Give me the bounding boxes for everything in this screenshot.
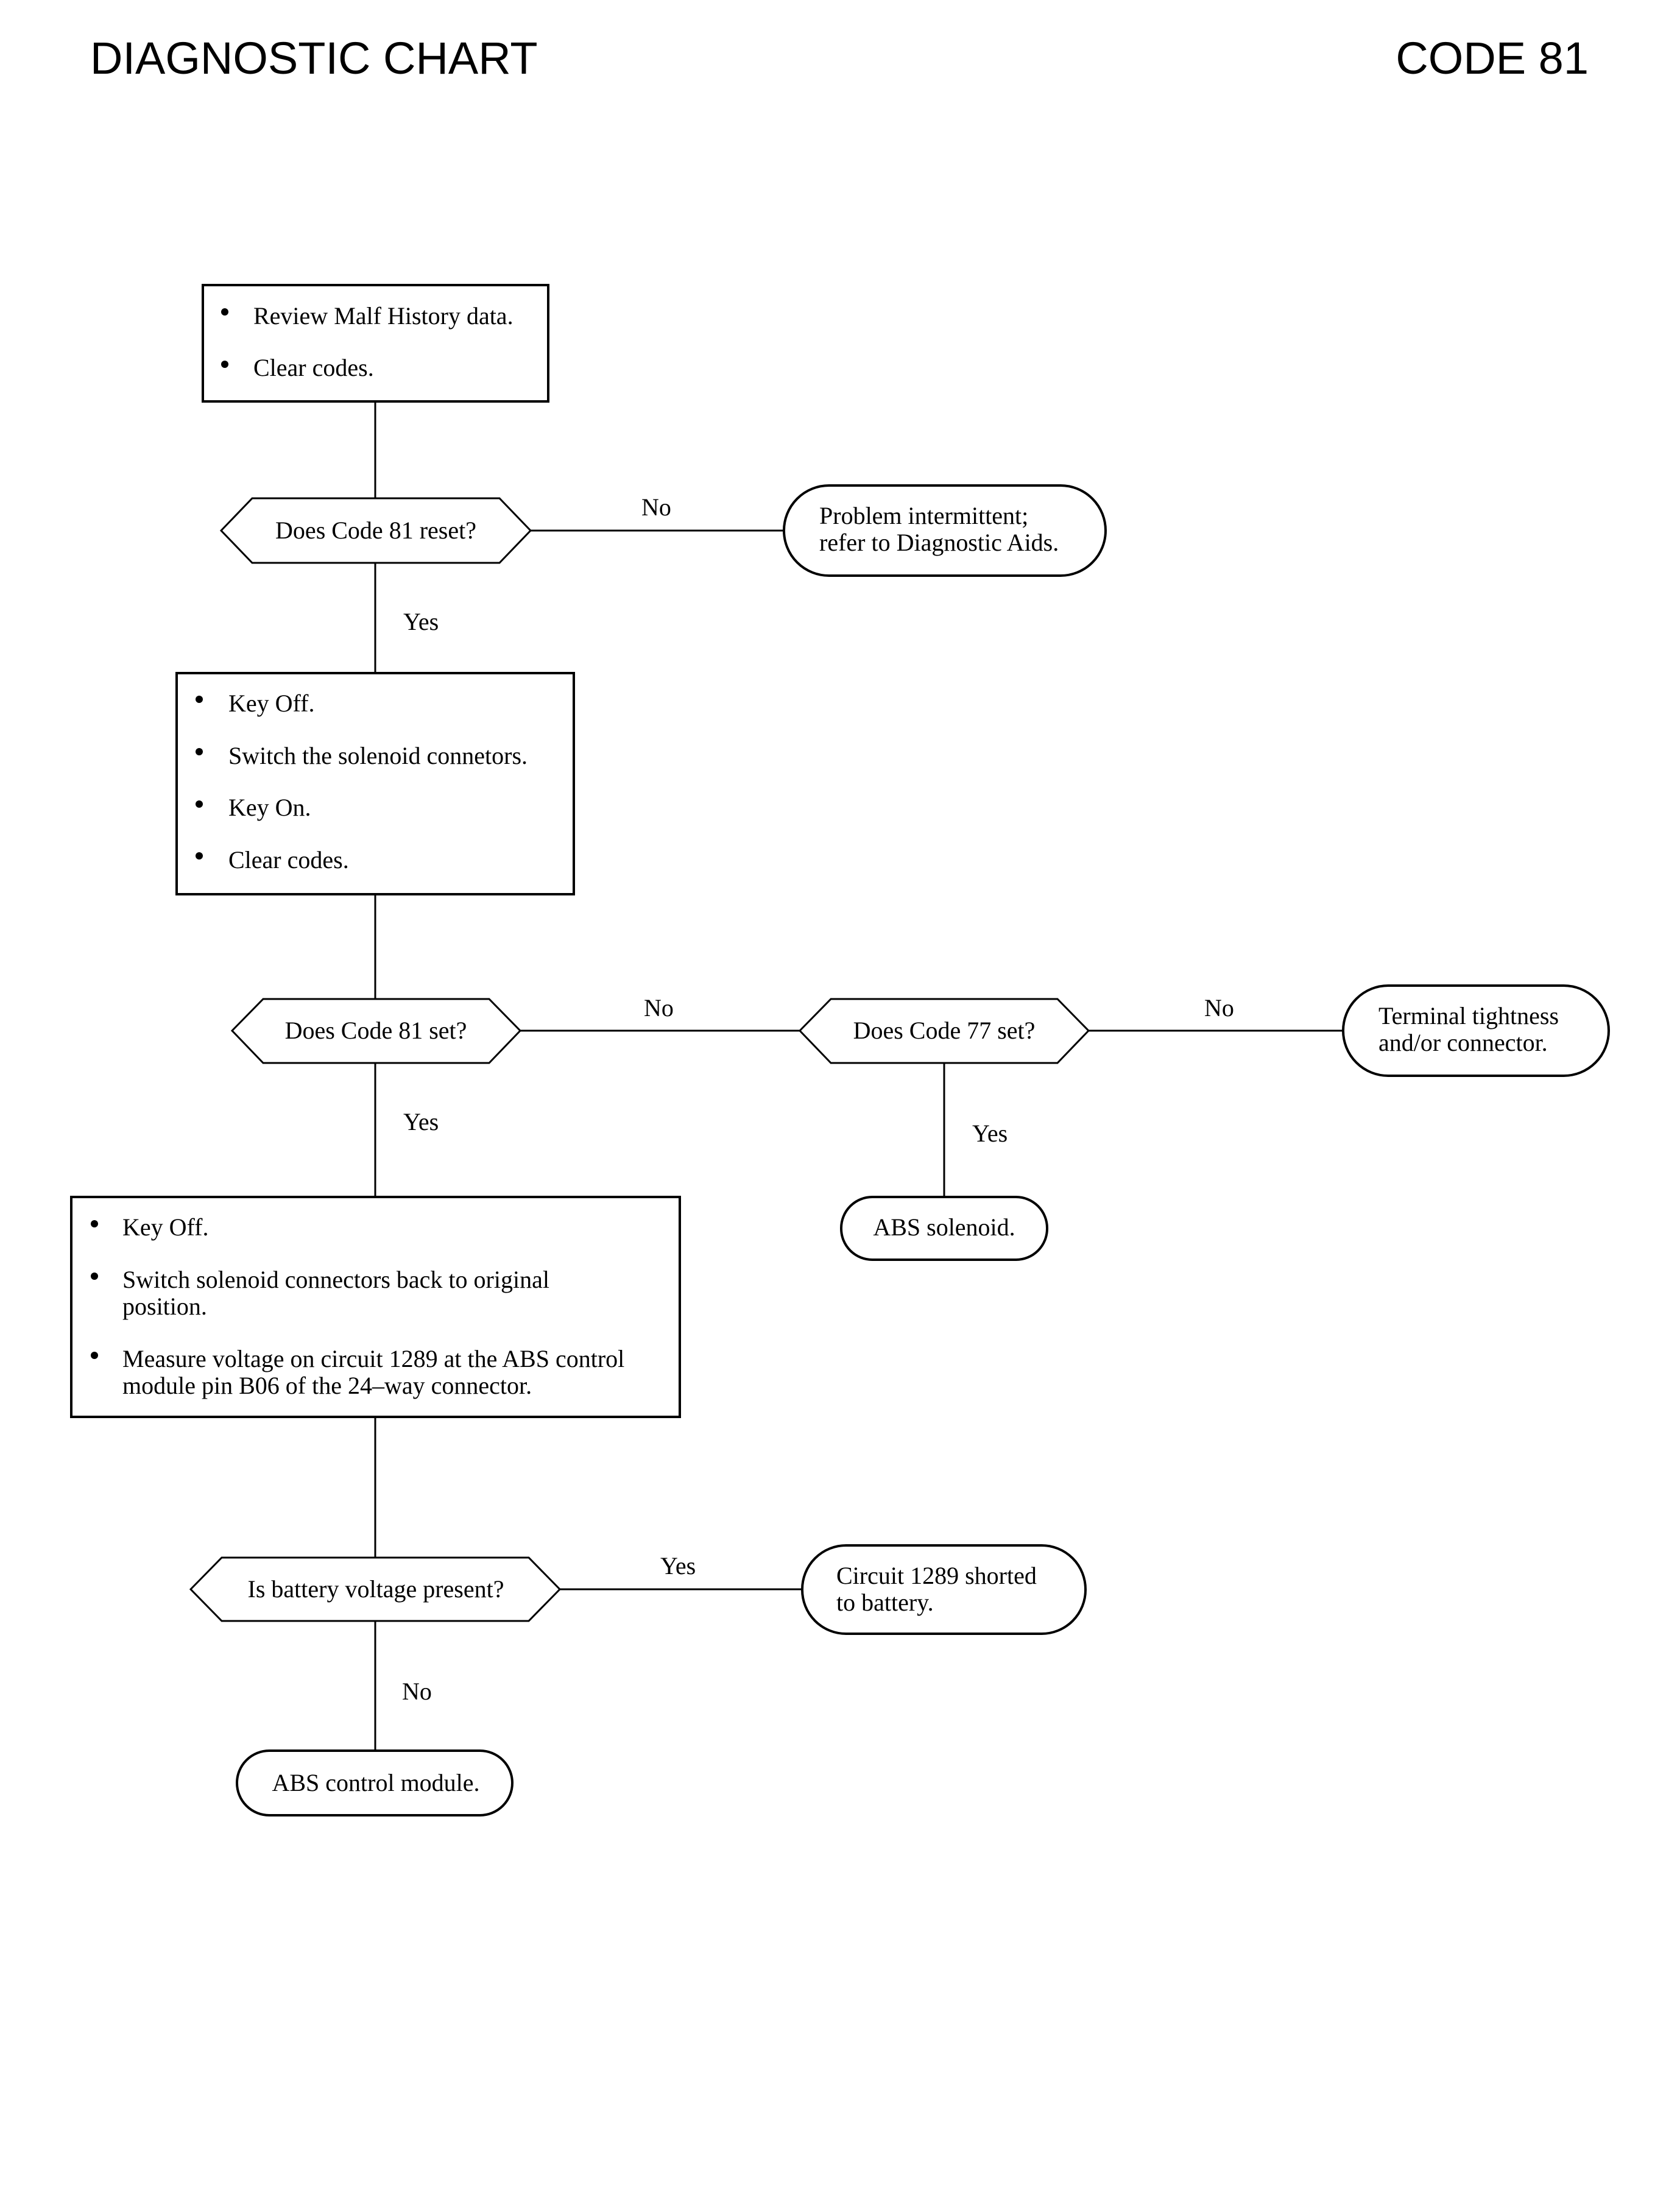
terminal-intermittent-line-2: refer to Diagnostic Aids. [819,529,1059,556]
terminal-solenoid-frame [840,1196,1048,1261]
terminal-connector-line-1: Terminal tightness [1378,1002,1559,1029]
step-2-item-3: Key On. [228,794,311,821]
terminal-connector-line-2: and/or connector. [1378,1029,1548,1056]
decision-1: Does Code 81 reset? [219,497,532,564]
code-label: CODE 81 [1396,33,1589,83]
step-2-item-2: Switch the solenoid connetors. [228,742,528,769]
step-3-item-1: Key Off. [122,1213,208,1241]
page-title: DIAGNOSTIC CHART [90,33,538,83]
decision-3-shape [798,998,1090,1064]
decision-3: Does Code 77 set? [798,998,1090,1064]
terminal-intermittent: Problem intermittent; refer to Diagnosti… [783,484,1107,577]
step-2-item-1: Key Off. [228,690,314,717]
decision-2: Does Code 81 set? [230,998,522,1064]
bullet [196,852,203,860]
step-3-item-3-line-1: Measure voltage on circuit 1289 at the A… [122,1345,624,1372]
terminal-solenoid: ABS solenoid. [840,1196,1048,1261]
decision-2-shape [230,998,522,1064]
decision-4-shape [189,1556,562,1622]
terminal-connector-frame [1342,984,1610,1077]
branch-label-yes: Yes [403,608,439,635]
terminal-intermittent-line-1: Problem intermittent; [819,502,1028,529]
step-1-item-2: Clear codes. [253,354,374,381]
step-3-item-2-line-1: Switch solenoid connectors back to origi… [122,1266,549,1293]
decision-3-text: Does Code 77 set? [853,1017,1036,1044]
terminal-control-module-line-1: ABS control module. [272,1769,479,1796]
step-1-box: Review Malf History data. Clear codes. [202,284,549,403]
step-1-frame [202,284,549,403]
branch-label-no: No [641,493,671,521]
branch-label-no: No [402,1678,432,1705]
decision-4: Is battery voltage present? [189,1556,562,1622]
step-3-item-3-line-2: module pin B06 of the 24–way connector. [122,1372,532,1399]
bullet [91,1352,98,1359]
branch-label-yes: Yes [972,1120,1008,1147]
branch-label-no: No [644,994,674,1022]
terminal-intermittent-frame [783,484,1107,577]
step-3-box: Key Off. Switch solenoid connectors back… [70,1196,681,1418]
terminal-circuit-shorted: Circuit 1289 shorted to battery. [801,1544,1087,1635]
bullet [91,1273,98,1280]
decision-1-shape [219,497,532,564]
step-2-frame [175,672,575,895]
bullet [196,748,203,755]
step-2-box: Key Off. Switch the solenoid connetors. … [175,672,575,895]
decision-2-text: Does Code 81 set? [285,1017,467,1044]
bullet [221,308,228,316]
step-3-item-2-line-2: position. [122,1293,207,1320]
branch-label-yes: Yes [660,1552,696,1580]
terminal-connector: Terminal tightness and/or connector. [1342,984,1610,1077]
terminal-circuit-shorted-frame [801,1544,1087,1635]
branch-label-no: No [1204,994,1234,1022]
step-1-item-1: Review Malf History data. [253,302,514,330]
terminal-control-module: ABS control module. [236,1749,514,1816]
bullet [91,1220,98,1227]
step-2-item-4: Clear codes. [228,846,349,874]
step-3-frame [70,1196,681,1418]
decision-1-text: Does Code 81 reset? [275,517,476,544]
bullet [196,696,203,703]
terminal-circuit-shorted-line-2: to battery. [836,1589,934,1616]
terminal-circuit-shorted-line-1: Circuit 1289 shorted [836,1562,1037,1589]
decision-4-text: Is battery voltage present? [248,1575,504,1603]
terminal-control-module-frame [236,1749,514,1816]
bullet [221,361,228,368]
bullet [196,800,203,808]
branch-label-yes: Yes [403,1108,439,1135]
terminal-solenoid-line-1: ABS solenoid. [873,1213,1015,1241]
connectors [374,401,1343,1751]
